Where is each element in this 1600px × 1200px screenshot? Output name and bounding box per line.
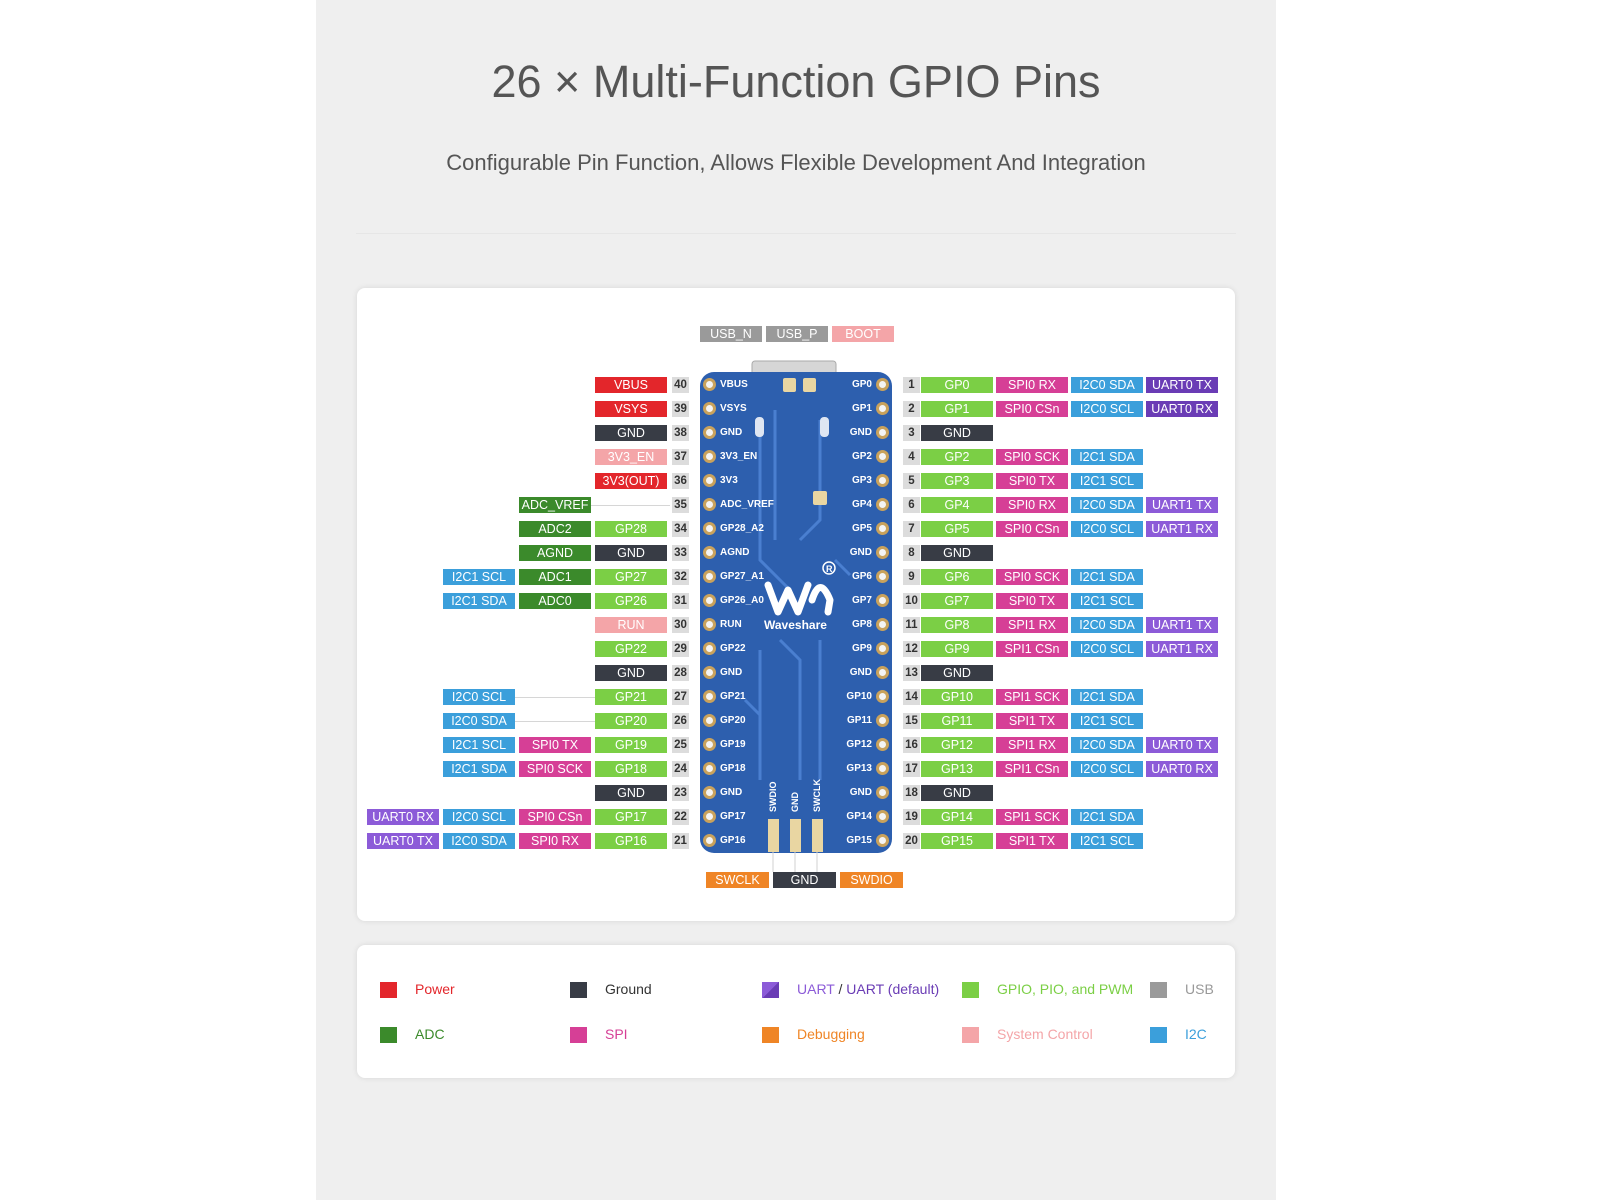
legend-item-adc: ADC <box>380 1023 445 1045</box>
legend-item-spi: SPI <box>570 1023 628 1045</box>
legend-item-gpio: GPIO, PIO, and PWM <box>962 978 1133 1000</box>
legend-label: Power <box>415 981 455 997</box>
legend-item-i2c: I2C <box>1150 1023 1207 1045</box>
legend-swatch <box>1150 1027 1167 1044</box>
legend-label-secondary: UART (default) <box>846 981 940 997</box>
legend-label: SPI <box>605 1026 628 1042</box>
legend-item-debug: Debugging <box>762 1023 865 1045</box>
legend-item-system: System Control <box>962 1023 1093 1045</box>
legend-swatch <box>1150 982 1167 999</box>
legend-swatch <box>962 1027 979 1044</box>
legend-label: Debugging <box>797 1026 865 1042</box>
legend-item-uart: UART / UART (default) <box>762 978 939 1000</box>
legend-swatch <box>380 982 397 999</box>
legend-swatch <box>762 982 779 999</box>
legend-item-usb: USB <box>1150 978 1214 1000</box>
legend-label: USB <box>1185 981 1214 997</box>
legend-swatch <box>962 982 979 999</box>
legend-swatch <box>570 1027 587 1044</box>
legend-label: ADC <box>415 1026 445 1042</box>
legend-card <box>357 945 1235 1078</box>
page-title: 26 × Multi-Function GPIO Pins <box>491 56 1101 107</box>
legend-item-power: Power <box>380 978 455 1000</box>
legend-label: Ground <box>605 981 652 997</box>
legend-label: UART <box>797 981 835 997</box>
legend-separator: / <box>834 981 847 997</box>
legend-swatch <box>762 1027 779 1044</box>
divider <box>356 233 1236 234</box>
legend-label: System Control <box>997 1026 1093 1042</box>
legend-swatch <box>380 1027 397 1044</box>
page-subtitle: Configurable Pin Function, Allows Flexib… <box>446 150 1146 175</box>
legend-label: GPIO, PIO, and PWM <box>997 981 1134 997</box>
pinout-card <box>357 288 1235 921</box>
legend-label: I2C <box>1185 1026 1207 1042</box>
legend-swatch <box>570 982 587 999</box>
legend-item-ground: Ground <box>570 978 652 1000</box>
